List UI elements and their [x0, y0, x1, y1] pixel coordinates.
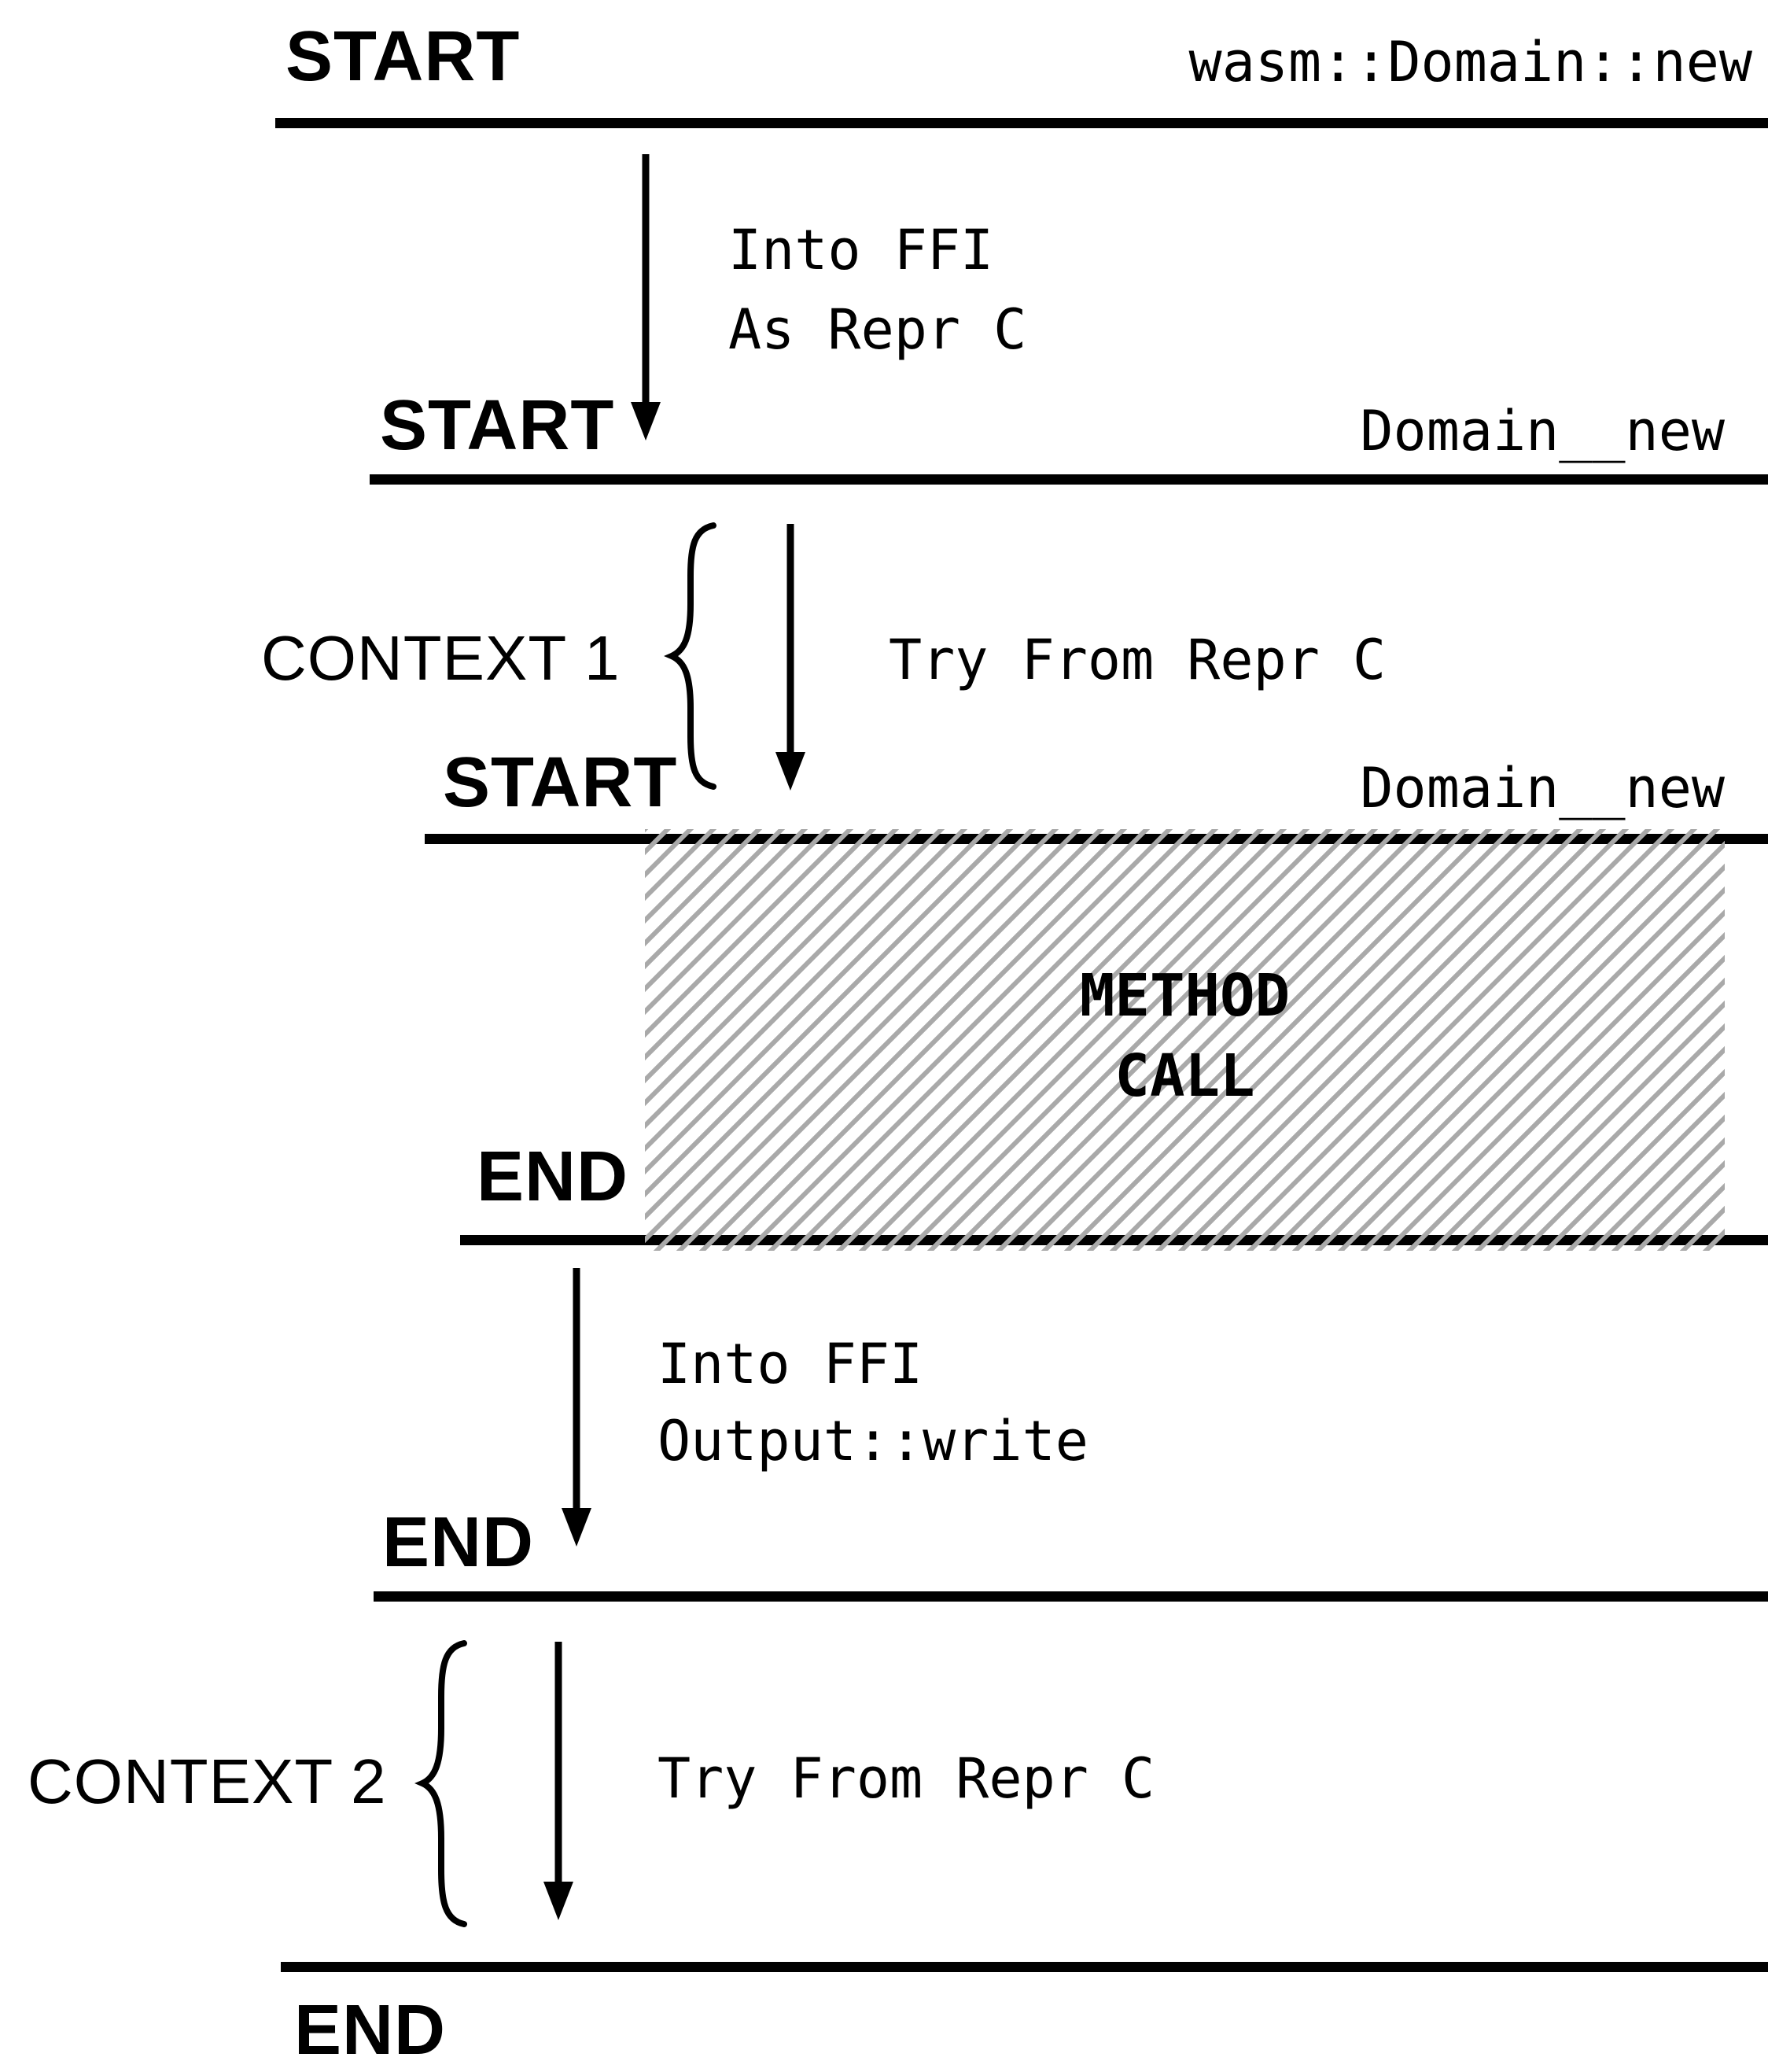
frame-rule-6 — [281, 1962, 1768, 1972]
method-call-label: METHOD CALL — [645, 956, 1725, 1116]
context-brace-1 — [664, 522, 716, 790]
frame-rule-1 — [275, 118, 1768, 128]
context-label-1: CONTEXT 1 — [261, 623, 621, 693]
frame-function-name-2: Domain__new — [1360, 399, 1725, 463]
frame-marker-end-3: END — [294, 1991, 447, 2070]
method-call-line-2: CALL — [1114, 1042, 1255, 1110]
context-label-2: CONTEXT 2 — [28, 1746, 387, 1816]
transition-label-3-line-2: Output::write — [657, 1409, 1088, 1473]
transition-label-4-line-1: Try From Repr C — [657, 1746, 1155, 1811]
transition-label-2-line-1: Try From Repr C — [889, 628, 1387, 692]
frame-rule-2 — [370, 474, 1768, 485]
method-call-hatch-region — [645, 829, 1725, 1251]
transition-label-1-line-2: As Repr C — [728, 297, 1027, 362]
frame-marker-end-1: END — [477, 1137, 629, 1216]
frame-marker-start-2: START — [380, 386, 615, 465]
transition-arrow-1 — [631, 154, 661, 441]
arrow-2-head — [775, 752, 805, 791]
transition-label-3-line-1: Into FFI — [657, 1332, 923, 1396]
method-call-line-1: METHOD — [1079, 962, 1291, 1030]
arrow-1-head — [631, 402, 661, 441]
context-brace-2-path — [414, 1640, 467, 1927]
transition-arrow-4 — [543, 1642, 573, 1920]
transition-arrow-2 — [775, 524, 805, 791]
context-brace-2 — [414, 1640, 467, 1927]
frame-function-name-3: Domain__new — [1360, 756, 1725, 820]
frame-marker-end-2: END — [382, 1503, 535, 1582]
context-brace-1-path — [664, 522, 716, 790]
hatch-fill — [645, 829, 1725, 1251]
frame-function-name-1: wasm::Domain::new — [1188, 30, 1752, 94]
frame-marker-start-3: START — [443, 743, 678, 822]
frame-marker-start-1: START — [285, 17, 521, 96]
frame-rule-5 — [374, 1591, 1768, 1602]
arrow-3-head — [562, 1508, 591, 1547]
transition-arrow-3 — [562, 1268, 591, 1547]
transition-label-1-line-1: Into FFI — [728, 218, 994, 282]
arrow-4-head — [543, 1882, 573, 1920]
